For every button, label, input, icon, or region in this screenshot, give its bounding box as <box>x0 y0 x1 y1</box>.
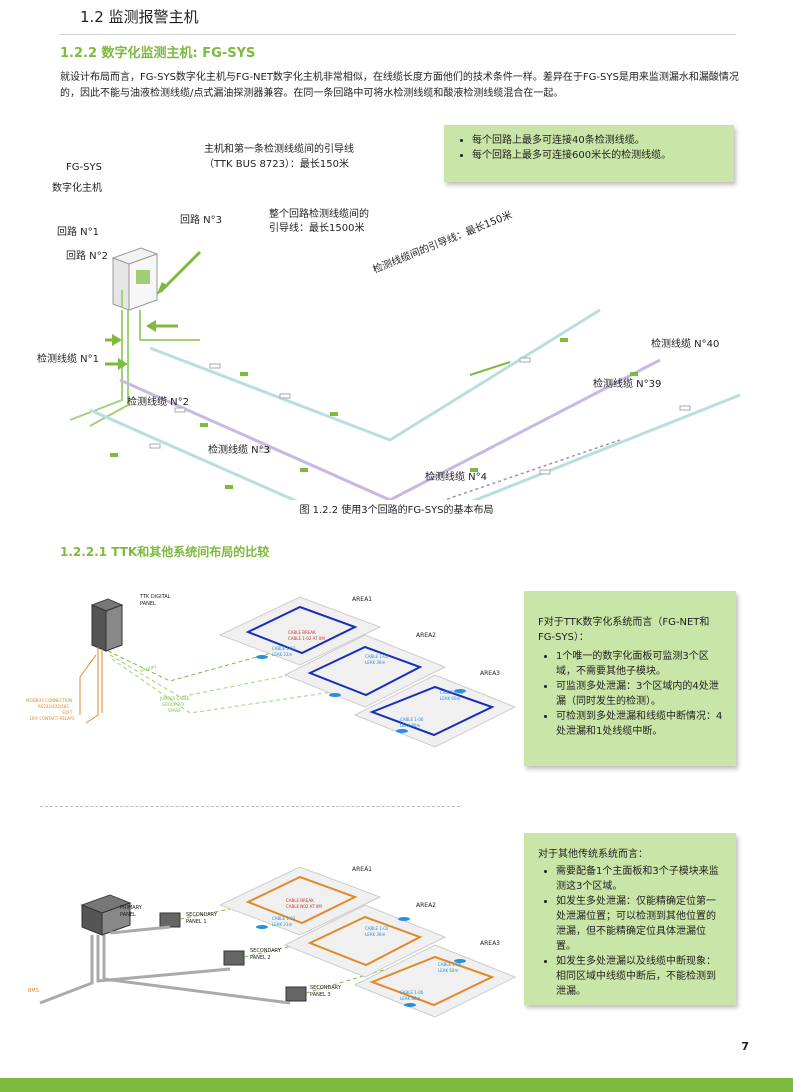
leak-d-label-conventional-line2: LEAK 80m <box>400 996 421 1001</box>
secondary-3-label-line1: SECONDARY <box>310 985 341 991</box>
cable-2-label: 检测线缆 N°2 <box>127 397 190 408</box>
leak-c-label-line2: LEAK 60m <box>440 696 461 701</box>
ttk-box-item: 可检测到多处泄漏和线缆中断情况：4处泄漏和1处线缆中断。 <box>556 709 724 739</box>
leak-b-label-line2: LEAK 36m <box>365 660 386 665</box>
secondary-panel-1-icon <box>159 912 181 928</box>
leak-b-label-line1: CABLE 1-02 <box>365 654 389 659</box>
other-box-intro: 对于其他传统系统而言： <box>538 849 648 860</box>
leak-b-label-conventional-line1: CABLE 1-02 <box>365 926 389 931</box>
ttk-comparison-box: F对于TTK数字化系统而言（FG-NET和FG-SYS）： 1个唯一的数字化面板… <box>524 591 736 766</box>
section-title: 1.2 监测报警主机 <box>80 8 199 26</box>
figure-3-conventional-diagram <box>39 866 517 1018</box>
leak-c-label-conventional-line2: LEAK 60m <box>438 968 459 973</box>
cable-1-label: 检测线缆 N°1 <box>37 354 100 365</box>
primary-panel-label-line1: PRIMARY <box>120 905 142 911</box>
secondary-2-label-line2: PANEL 2 <box>250 955 271 961</box>
area-1-floor <box>218 596 382 666</box>
between-label-line1: 整个回路检测线缆间的 <box>269 209 369 220</box>
other-box-item: 需要配备1个主面板和3个子模块来监测这3个区域。 <box>556 864 724 894</box>
intro-paragraph: 就设计布局而言，FG-SYS数字化主机与FG-NET数字化主机非常相似，在线缆长… <box>60 72 739 99</box>
leak-d-label-line2: LEAK 80m <box>400 723 421 728</box>
modbus-label-line3: SOFT <box>62 710 73 715</box>
area-2-label: AREA2 <box>416 632 436 639</box>
header-divider <box>60 34 736 35</box>
leak-b-label-conventional-line2: LEAK 36m <box>365 932 386 937</box>
area-2-floor-conventional <box>283 904 447 978</box>
leak-a-label-conventional-line1: CABLE 1-02 <box>272 916 296 921</box>
loop-2-label: 回路 N°2 <box>66 251 109 262</box>
secondary-2-label-line1: SECONDARY <box>250 948 281 954</box>
note-item: 每个回路上最多可连接40条检测线缆。 <box>472 133 724 148</box>
host-label-line2: 数字化主机 <box>52 183 102 194</box>
lead-label-line1: 主机和第一条检测线缆间的引导线 <box>204 144 354 155</box>
cable-40-label: 检测线缆 N°40 <box>651 339 720 350</box>
cable-break-label-line1: CABLE BREAK <box>288 630 316 635</box>
ttk-panel-label-line2: PANEL <box>140 601 156 607</box>
note-item: 每个回路上最多可连接600米长的检测线缆。 <box>472 148 724 163</box>
secondary-1-label-line2: PANEL 1 <box>186 919 207 925</box>
jumper-label-line3: SPARE <box>168 708 181 713</box>
area-1-floor-conventional <box>218 866 382 936</box>
loop-1-label: 回路 N°1 <box>57 227 100 238</box>
other-box-item: 如发生多处泄漏以及线缆中断现象：相同区域中线缆中断后，不能检测到泄漏。 <box>556 954 724 999</box>
modbus-label-line2: RS232/422/485 <box>38 704 69 709</box>
area-1-label: AREA1 <box>352 596 372 603</box>
area-3-floor <box>353 674 517 748</box>
leak-d-label-line1: CABLE 1-06 <box>400 717 424 722</box>
ttk-box-item: 可监测多处泄漏：3个区域内的4处泄漏（同时发生的检测）。 <box>556 679 724 709</box>
leak-a-label-conventional-line2: LEAK 23m <box>272 922 293 927</box>
other-box-item: 如发生多处泄漏：仅能精确定位第一处泄漏位置；可以检测到其他位置的泄漏，但不能精确… <box>556 894 724 954</box>
ttk-box-intro: F对于TTK数字化系统而言（FG-NET和FG-SYS）： <box>538 617 710 643</box>
cable-39-label: 检测线缆 N°39 <box>593 379 662 390</box>
area-2-label-conventional: AREA2 <box>416 902 436 909</box>
page-number: 7 <box>741 1040 749 1053</box>
cable-break-label-line2: CABLE 1-02 AT 0M <box>288 636 325 641</box>
leak-a-label-line2: LEAK 23m <box>272 652 293 657</box>
jumper-label-line2: GROUP 2/3 <box>162 702 185 707</box>
figure-1-caption: 图 1.2.2 使用3个回路的FG-SYS的基本布局 <box>299 505 494 516</box>
figure-2-ttk-diagram <box>79 596 517 748</box>
host-label-line1: FG-SYS <box>66 162 102 173</box>
ttk-panel-label-line1: TTK DIGITAL <box>140 594 171 600</box>
subsection-title: 1.2.2 数字化监测主机: FG-SYS <box>60 46 256 61</box>
cable-4-label: 检测线缆 N°4 <box>425 472 488 483</box>
area-3-label-conventional: AREA3 <box>480 940 500 947</box>
primary-panel-label-line2: PANEL <box>120 912 136 918</box>
figure-1-note-box: 每个回路上最多可连接40条检测线缆。 每个回路上最多可连接600米长的检测线缆。 <box>444 125 734 182</box>
modbus-label-line4: DRY CONTACT RELAYS <box>30 716 75 721</box>
secondary-3-label-line2: PANEL 3 <box>310 992 331 998</box>
area-1-label-conventional: AREA1 <box>352 866 372 873</box>
secondary-panel-2-icon <box>223 950 245 966</box>
bms-label: BMS <box>28 988 39 994</box>
jumper-label-line1: JUMPER CABLE <box>160 696 190 701</box>
conventional-comparison-box: 对于其他传统系统而言： 需要配备1个主面板和3个子模块来监测这3个区域。 如发生… <box>524 833 736 1005</box>
section-separator <box>40 806 460 807</box>
ttk-panel-icon <box>90 598 124 652</box>
area-3-label: AREA3 <box>480 670 500 677</box>
subsubsection-title: 1.2.2.1 TTK和其他系统间布局的比较 <box>60 545 270 559</box>
primary-panel-icon <box>80 894 132 936</box>
between-label-line2: 引导线：最长1500米 <box>269 223 365 234</box>
leak-a-label-line1: CABLE 1-02 <box>272 646 296 651</box>
cable-break-label-conventional-line2: CABLE N02 AT 0M <box>286 904 322 909</box>
modbus-label-line1: MODBUS CONNECTION <box>26 698 73 703</box>
secondary-1-label-line1: SECONDARY <box>186 912 217 918</box>
leak-c-label-line1: CABLE 1-06 <box>440 690 464 695</box>
footer-bar <box>0 1078 793 1092</box>
ttk-box-item: 1个唯一的数字化面板可监测3个区域，不需要其他子模块。 <box>556 649 724 679</box>
figure-1-diagram <box>69 247 741 500</box>
leak-c-label-conventional-line1: CABLE 1-06 <box>438 962 462 967</box>
secondary-panel-3-icon <box>285 986 307 1002</box>
cable-3-label: 检测线缆 N°3 <box>208 445 271 456</box>
loop-3-label: 回路 N°3 <box>180 215 223 226</box>
fg-sys-host-icon <box>111 247 159 311</box>
lead-label-line2: （TTK BUS 8723）：最长150米 <box>204 159 350 170</box>
leak-d-label-conventional-line1: CABLE 1-06 <box>400 990 424 995</box>
cable-break-label-conventional-line1: CABLE BREAK <box>286 898 314 903</box>
